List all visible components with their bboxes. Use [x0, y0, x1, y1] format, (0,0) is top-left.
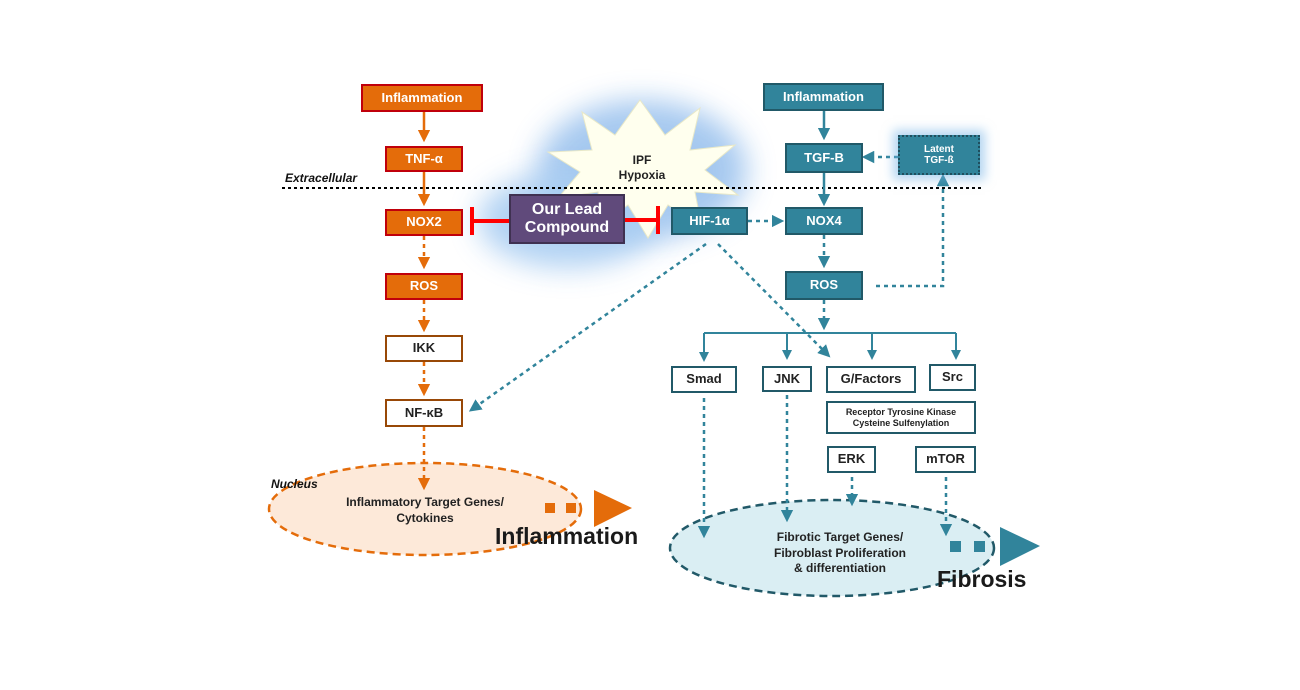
arrow-hif-gfactors [717, 243, 831, 358]
fibrotic-genes-text: Fibrotic Target Genes/ Fibroblast Prolif… [730, 530, 950, 577]
inflammatory-line1: Inflammatory Target Genes/ [346, 495, 504, 509]
stimulus-text: IPF Hypoxia [600, 153, 684, 183]
inflammatory-genes-text: Inflammatory Target Genes/ Cytokines [310, 495, 540, 526]
outcome-inflammation: Inflammation [495, 523, 639, 549]
left-ros-node: ROS [385, 273, 463, 300]
rtk-line1: Receptor Tyrosine Kinase [845, 407, 957, 418]
nox2-node: NOX2 [385, 209, 463, 236]
nucleus-ellipse-fibrotic [668, 498, 996, 598]
rtk-line2: Cysteine Sulfenylation [852, 417, 950, 428]
left-inflammation-node: Inflammation [361, 84, 483, 112]
nox4-node: NOX4 [785, 207, 863, 235]
nfkb-node: NF-κB [385, 399, 463, 427]
jnk-node: JNK [762, 366, 812, 392]
lead-compound-line1: Our Lead [531, 200, 603, 218]
hif-node: HIF-1α [671, 207, 748, 235]
smad-node: Smad [671, 366, 737, 393]
outcome-fibrosis: Fibrosis [937, 566, 1027, 592]
latent-line1: Latent [924, 143, 954, 155]
arrow-ros-latent [876, 173, 950, 288]
tnf-node: TNF-α [385, 146, 463, 172]
fibro-dot-1 [950, 541, 961, 552]
fibro-dot-2 [974, 541, 985, 552]
latent-tgfb-node: Latent TGF-ß [898, 135, 980, 175]
inflam-triangle [594, 490, 632, 527]
extracellular-label: Extracellular [285, 171, 358, 185]
lead-compound-line2: Compound [524, 219, 610, 236]
fibrotic-line3: & differentiation [794, 561, 886, 576]
right-ros-node: ROS [785, 271, 863, 300]
fibro-triangle [1000, 527, 1040, 566]
nucleus-label: Nucleus [271, 477, 318, 491]
stimulus-line1: IPF [632, 153, 652, 167]
right-inflammation-node: Inflammation [763, 83, 884, 111]
ikk-node: IKK [385, 335, 463, 362]
fibrotic-line1: Fibrotic Target Genes/ [776, 530, 904, 544]
mtor-node: mTOR [915, 446, 976, 473]
inflam-dot-1 [545, 503, 555, 513]
inflammatory-line2: Cytokines [396, 510, 454, 525]
src-node: Src [929, 364, 976, 391]
fibrotic-line2: Fibroblast Proliferation [773, 545, 906, 560]
stimulus-line2: Hypoxia [618, 168, 666, 182]
lead-compound-box: Our Lead Compound [509, 194, 625, 244]
rtk-node: Receptor Tyrosine Kinase Cysteine Sulfen… [826, 401, 976, 434]
gfactors-node: G/Factors [826, 366, 916, 393]
inflam-dot-2 [566, 503, 576, 513]
latent-line2: TGF-ß [924, 155, 954, 166]
stimulus-starburst [546, 99, 740, 239]
erk-node: ERK [827, 446, 876, 473]
tgfb-node: TGF-B [785, 143, 863, 173]
